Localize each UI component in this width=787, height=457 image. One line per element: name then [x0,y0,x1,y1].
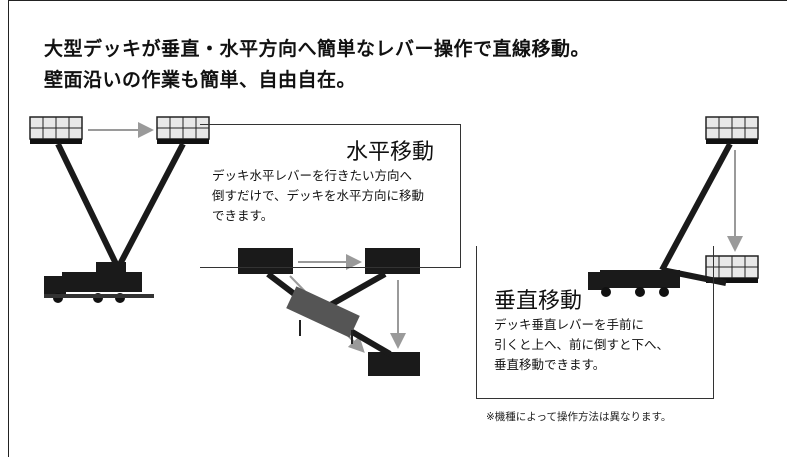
frame-top-border [8,0,787,1]
truck-top-view-icon [286,286,360,344]
horizontal-lift-illustration [29,116,210,303]
truck-left-icon [44,262,154,303]
deck-top-icon [705,116,759,144]
deck-bottom-icon [705,255,759,283]
top-view-illustration [238,248,420,376]
deck-left-icon [29,116,83,144]
horizontal-line-1: デッキ水平レバーを行きたい方向へ [212,168,413,183]
headline-line-2: 壁面沿いの作業も簡単、自由自在。 [44,69,357,91]
headline-line-1: 大型デッキが垂直・水平方向へ簡単なレバー操作で直線移動。 [44,38,591,60]
horizontal-title: 水平移動 [346,140,435,165]
headline: 大型デッキが垂直・水平方向へ簡単なレバー操作で直線移動。 壁面沿いの作業も簡単、… [44,34,590,96]
operation-note: ※機種によって操作方法は異なります。 [486,411,672,423]
vertical-lift-illustration [588,116,759,297]
horizontal-description: デッキ水平レバーを行きたい方向へ 倒すだけで、デッキを水平方向に移動 できます。 [212,166,424,226]
deck-right-icon [156,116,210,144]
vertical-line-2: 引くと上へ、前に倒すと下へ、 [494,337,670,352]
horizontal-line-3: できます。 [212,208,274,223]
vertical-title: 垂直移動 [494,289,583,314]
vertical-line-3: 垂直移動できます。 [494,357,606,372]
truck-right-icon [588,270,680,297]
horizontal-callout-box [200,124,461,268]
vertical-description: デッキ垂直レバーを手前に 引くと上へ、前に倒すと下へ、 垂直移動できます。 [494,315,669,375]
vertical-callout-box [476,246,714,399]
vertical-line-1: デッキ垂直レバーを手前に [494,317,645,332]
frame-left-border [8,0,9,457]
horizontal-line-2: 倒すだけで、デッキを水平方向に移動 [212,188,425,203]
